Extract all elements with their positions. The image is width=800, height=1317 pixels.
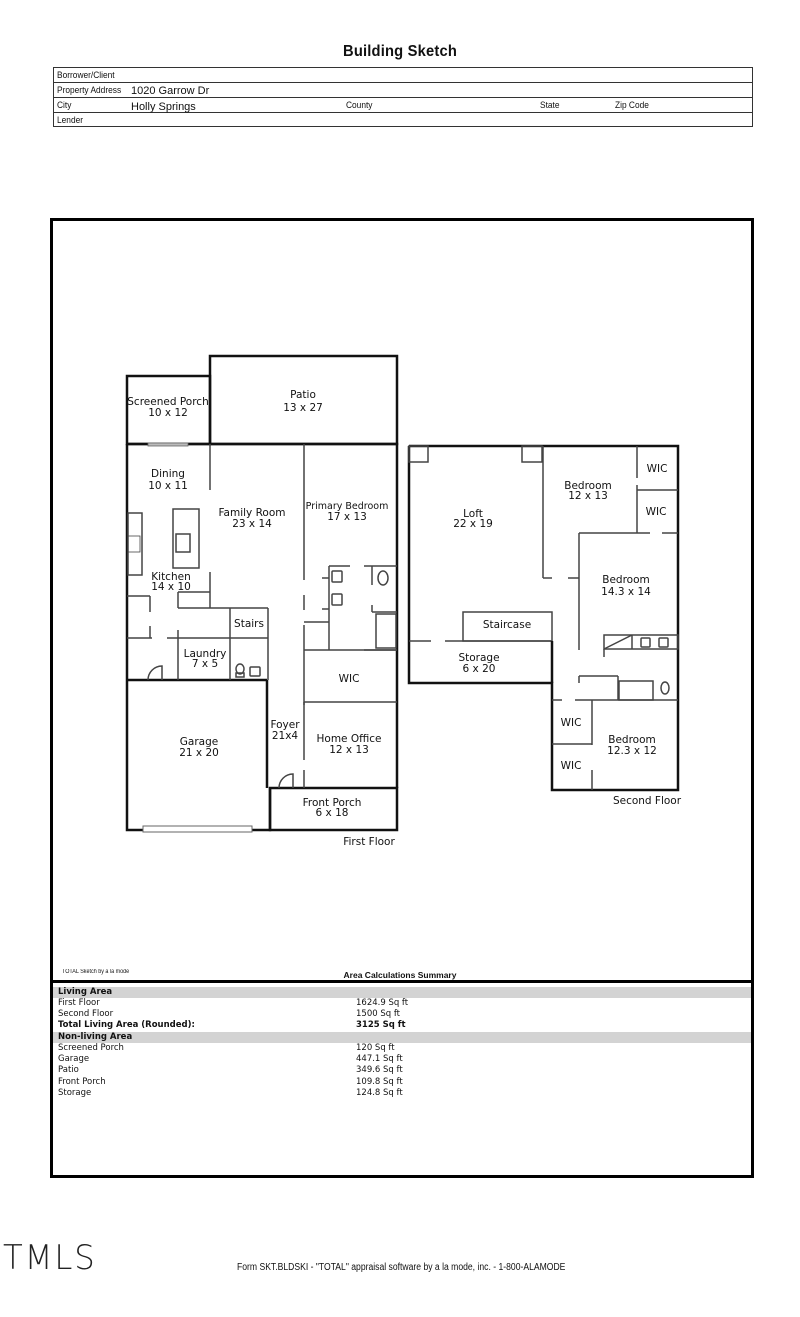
room-dims: 22 x 19 [453,518,493,530]
second-floor-label: Second Floor [613,795,682,807]
second-floor-inner-walls [408,445,679,790]
room-label: Loft [463,508,483,520]
room-label: Bedroom [608,734,656,746]
summary-title: Area Calculations Summary [343,970,457,980]
room-label: Bedroom [564,480,612,492]
row-label: First Floor [58,998,100,1008]
first-floor-outer-walls [125,354,399,832]
room-dims: 14.3 x 14 [601,586,651,598]
summary-row: Screened Porch 120 Sq ft [53,1043,751,1054]
row-value: 109.8 Sq ft [356,1077,403,1087]
room-dims: 12.3 x 12 [607,745,657,757]
row-label: Patio [58,1065,79,1075]
room-dims: 21x4 [272,730,299,742]
room-dims: 21 x 20 [179,747,219,759]
borrower-label: Borrower/Client [57,70,115,81]
room-dims: 10 x 11 [148,480,188,492]
nonliving-area-header: Non-living Area [53,1032,751,1043]
room-label: Family Room [218,507,285,519]
sketch-credit: TOTAL Sketch by a la mode [62,969,130,975]
room-dims: 6 x 18 [316,807,349,819]
room-label: WIC [561,717,582,729]
county-label: County [346,100,373,111]
living-area-header: Living Area [53,987,751,998]
room-label: Laundry [184,648,227,660]
row-value: 1624.9 Sq ft [356,998,409,1008]
room-label: Kitchen [151,571,190,583]
zip-label: Zip Code [615,100,649,111]
address-label: Property Address [57,85,122,96]
room-label: Front Porch [303,797,362,809]
room-label: Home Office [317,733,382,745]
form-footer: Form SKT.BLDSKI - "TOTAL" appraisal soft… [237,1262,566,1273]
room-label: WIC [561,760,582,772]
row-value: 1500 Sq ft [356,1009,401,1019]
document-title: Building Sketch [343,43,457,60]
room-label: WIC [646,506,667,518]
room-label: Screened Porch [127,396,208,408]
second-floor-outer-walls [407,444,680,792]
lender-row: Lender [54,113,752,128]
row-value: 349.6 Sq ft [356,1065,403,1075]
tmls-watermark-logo: TMLS [3,1238,97,1278]
address-value: 1020 Garrow Dr [131,85,210,97]
summary-divider [50,980,754,983]
row-label: Front Porch [58,1077,106,1087]
room-dims: 12 x 13 [329,744,369,756]
total-value: 3125 Sq ft [356,1020,406,1030]
room-label: WIC [339,673,360,685]
room-dims: 14 x 10 [151,581,191,593]
room-label: Foyer [270,719,300,731]
room-dims: 23 x 14 [232,518,272,530]
row-label: Garage [58,1054,90,1064]
room-dims: 10 x 12 [148,407,188,419]
summary-row: Patio 349.6 Sq ft [53,1065,751,1076]
room-dims: 12 x 13 [568,490,608,502]
borrower-row: Borrower/Client [54,68,752,83]
summary-row: Front Porch 109.8 Sq ft [53,1077,751,1088]
room-dims: 6 x 20 [463,663,496,675]
room-label: Staircase [483,619,531,631]
row-value: 120 Sq ft [356,1043,395,1053]
nonliving-area-label: Non-living Area [58,1032,133,1042]
room-label: Dining [151,468,185,480]
living-area-label: Living Area [58,987,113,997]
room-dims: 7 x 5 [192,658,218,670]
room-dims: 17 x 13 [327,511,367,523]
row-value: 124.8 Sq ft [356,1088,403,1098]
room-label: WIC [647,463,668,475]
state-label: State [540,100,560,111]
room-dims: 13 x 27 [283,402,323,414]
lender-label: Lender [57,115,84,126]
total-living-row: Total Living Area (Rounded): 3125 Sq ft [53,1020,751,1031]
summary-row: First Floor 1624.9 Sq ft [53,998,751,1009]
address-row: Property Address 1020 Garrow Dr [54,83,752,98]
room-label: Primary Bedroom [306,501,389,512]
row-label: Screened Porch [58,1043,124,1053]
first-floor-inner-walls [127,442,397,833]
row-label: Second Floor [58,1009,114,1019]
room-label: Stairs [234,618,264,630]
first-floor-label: First Floor [343,836,395,848]
room-label: Storage [458,652,499,664]
room-label: Patio [290,389,316,401]
summary-row: Second Floor 1500 Sq ft [53,1009,751,1020]
city-value: Holly Springs [131,101,196,113]
summary-row: Storage 124.8 Sq ft [53,1088,751,1099]
total-label: Total Living Area (Rounded): [58,1020,195,1030]
row-value: 447.1 Sq ft [356,1054,403,1064]
city-row: City Holly Springs County State Zip Code [54,98,752,113]
header-form: Borrower/Client Property Address 1020 Ga… [53,67,753,127]
city-label: City [57,100,72,111]
row-label: Storage [58,1088,92,1098]
room-label: Garage [180,736,218,748]
sketch-frame [50,218,754,1178]
summary-row: Garage 447.1 Sq ft [53,1054,751,1065]
room-label: Bedroom [602,574,650,586]
